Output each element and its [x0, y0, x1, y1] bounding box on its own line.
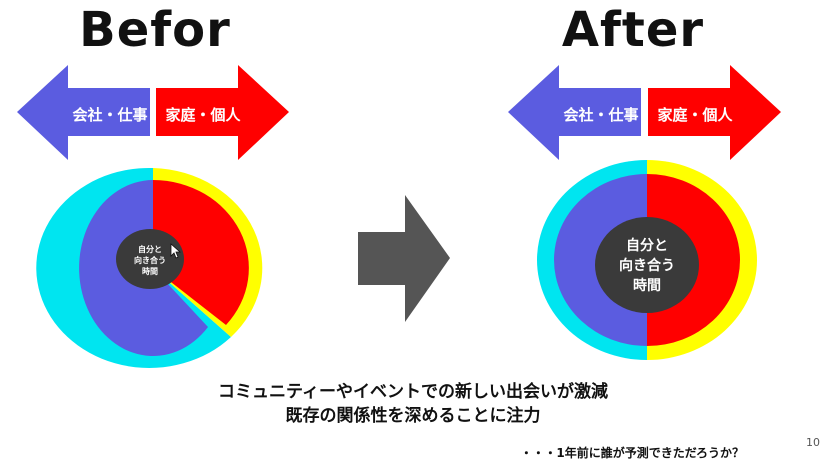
before-direction-arrows: 会社・仕事 家庭・個人	[17, 65, 289, 160]
after-center-circle	[595, 217, 699, 313]
footnote: ・・・1年前に誰が予測できただろうか？	[520, 446, 744, 460]
before-work-arrow	[17, 65, 150, 160]
after-center-label-line1: 自分と	[626, 237, 668, 254]
before-center-label-line3: 時間	[142, 266, 158, 276]
before-home-inner-segment	[153, 180, 249, 325]
before-donut-chart: 自分と 向き合う 時間	[36, 167, 263, 368]
before-home-arrow	[156, 65, 289, 160]
caption-line-1: コミュニティーやイベントでの新しい出会いが激減	[218, 382, 608, 402]
right-arrow-icon	[358, 195, 450, 322]
before-work-arrow-label: 会社・仕事	[72, 106, 147, 124]
page-number: 10	[806, 436, 820, 449]
caption-line-2: 既存の関係性を深めることに注力	[285, 406, 541, 426]
after-direction-arrows: 会社・仕事 家庭・個人	[508, 65, 781, 160]
before-center-circle	[116, 229, 184, 289]
after-home-arrow-label: 家庭・個人	[657, 106, 733, 124]
before-home-arrow-label: 家庭・個人	[165, 106, 241, 124]
after-center-label-line2: 向き合う	[619, 257, 675, 274]
after-center-label-line3: 時間	[633, 277, 661, 294]
before-center-label-line1: 自分と	[138, 244, 162, 254]
after-work-arrow	[508, 65, 641, 160]
before-center-label-line2: 向き合う	[134, 255, 166, 265]
mouse-cursor-icon	[170, 243, 182, 259]
after-donut-chart: 自分と 向き合う 時間	[537, 160, 757, 360]
after-home-arrow	[648, 65, 781, 160]
after-title: After	[561, 2, 705, 58]
after-work-arrow-label: 会社・仕事	[563, 106, 638, 124]
before-title: Befor	[79, 2, 231, 58]
